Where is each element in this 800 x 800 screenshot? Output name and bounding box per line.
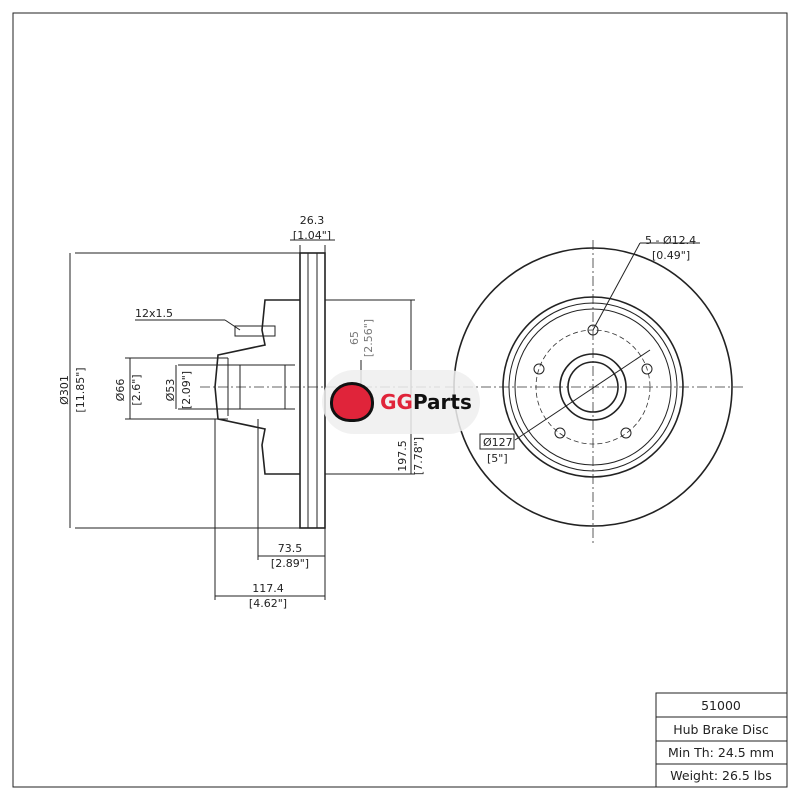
hub-depth-label: 73.5 — [278, 542, 303, 555]
hat-dia-label: 197.5 — [396, 440, 409, 472]
mascot-icon — [330, 382, 375, 422]
bore-outer-in-label: [2.6"] — [130, 374, 143, 405]
ggparts-logo: GGParts — [322, 370, 480, 434]
side-view: 26.3 [1.04"] 12x1.5 Ø301 [11.85"] Ø66 [2… — [58, 214, 440, 610]
bolt-circle-in-label: [5"] — [487, 452, 508, 465]
min-thickness: Min Th: 24.5 mm — [668, 745, 774, 760]
overall-height-in-label: [4.62"] — [249, 597, 287, 610]
bolt-holes-label: 5 - Ø12.4 — [645, 234, 696, 247]
hidden-dim-label: 65 — [348, 331, 361, 345]
hub-depth-in-label: [2.89"] — [271, 557, 309, 570]
logo-text-gg: GG — [380, 390, 413, 414]
bolt-circle-label: Ø127 — [483, 436, 513, 449]
disc-width-label: 26.3 — [300, 214, 325, 227]
bore-inner-in-label: [2.09"] — [180, 371, 193, 409]
logo-text-parts: Parts — [412, 390, 472, 414]
hat-dia-in-label: [7.78"] — [412, 437, 425, 475]
sheet-border — [12, 12, 788, 788]
overall-height-label: 117.4 — [252, 582, 284, 595]
title-block: 51000 Hub Brake Disc Min Th: 24.5 mm Wei… — [655, 692, 788, 788]
bolt-holes-in-label: [0.49"] — [652, 249, 690, 262]
hidden-dim-in-label: [2.56"] — [362, 319, 375, 357]
weight: Weight: 26.5 lbs — [670, 768, 771, 783]
bore-inner-label: Ø53 — [164, 379, 177, 402]
part-name: Hub Brake Disc — [673, 722, 769, 737]
bore-outer-label: Ø66 — [114, 379, 127, 402]
disc-width-in-label: [1.04"] — [293, 229, 331, 242]
front-view: 5 - Ø12.4 [0.49"] Ø127 [5"] — [445, 234, 745, 545]
part-number: 51000 — [701, 698, 741, 713]
outer-dia-label: Ø301 — [58, 375, 71, 405]
outer-dia-in-label: [11.85"] — [74, 367, 87, 412]
stud-label: 12x1.5 — [135, 307, 173, 320]
